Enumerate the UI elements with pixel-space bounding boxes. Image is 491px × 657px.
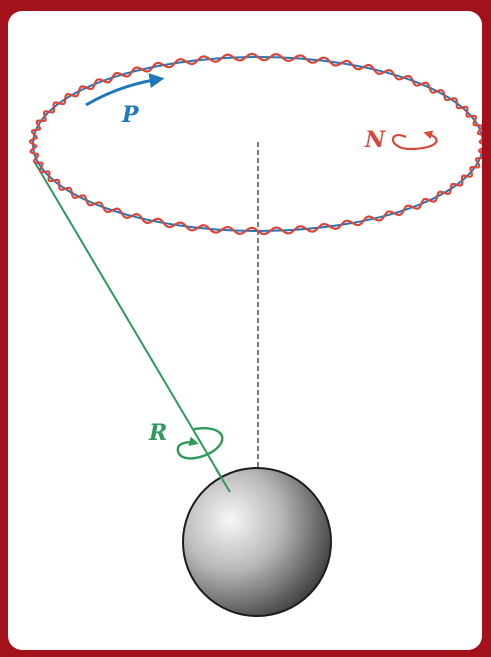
nutation-label: N [364,127,386,153]
nutation-curl-arrow [391,130,438,151]
sphere [182,467,332,617]
nutation-wobble [28,52,482,236]
rotation-axis-end [215,468,231,493]
precession-nutation-diagram: P N R [28,52,482,617]
precession-label: P [121,102,140,128]
precession-arrow [85,73,165,107]
rotation-label: R [148,420,167,446]
diagram-panel: P N R [8,11,482,650]
rotation-curl-arrow [176,427,224,460]
rotation-axis [33,160,231,493]
